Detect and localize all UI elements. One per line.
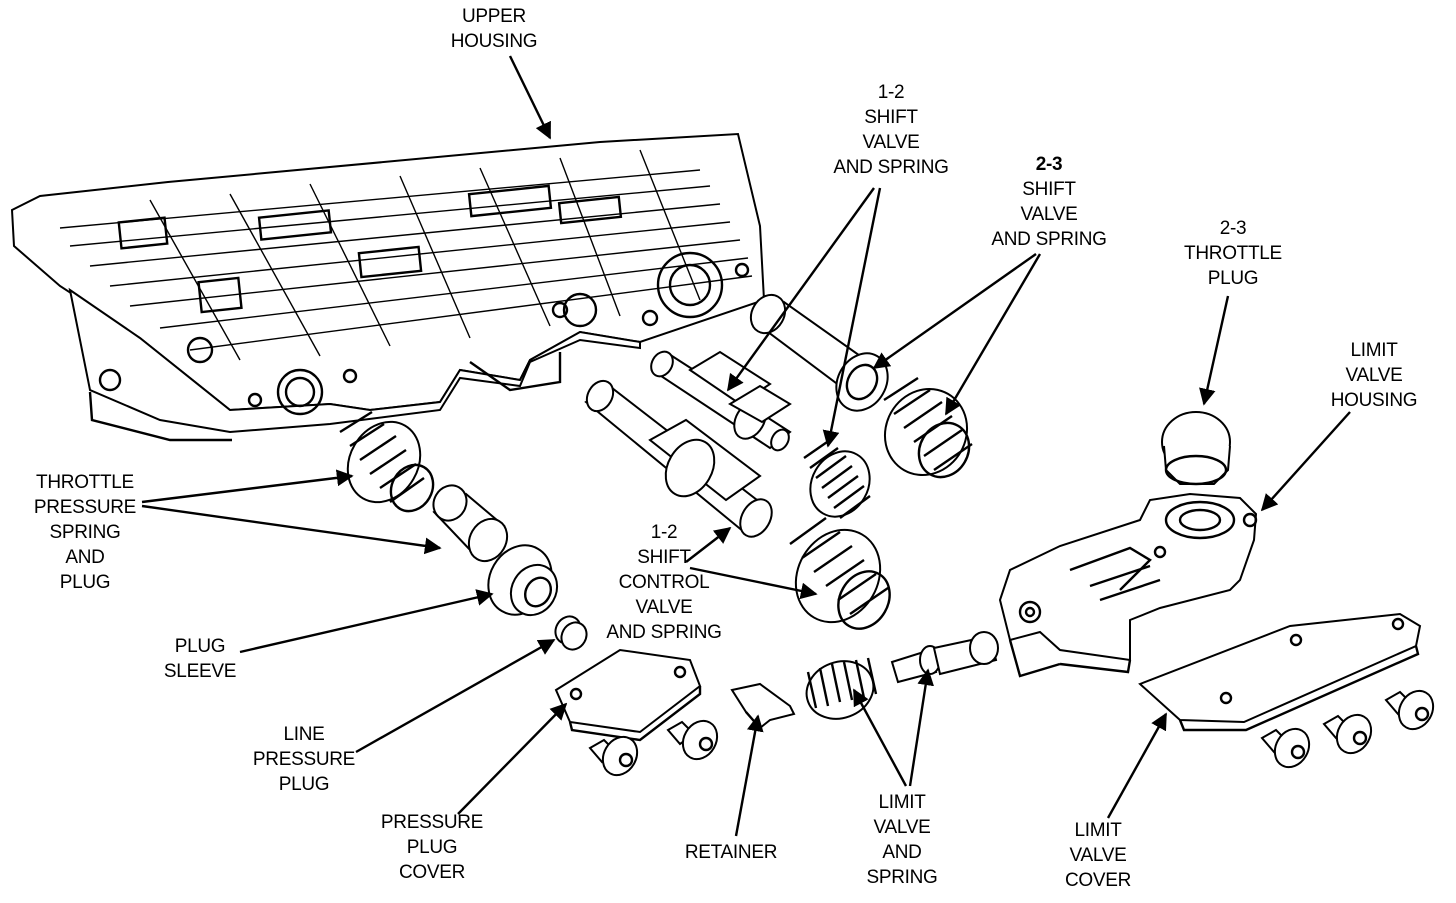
shift-control-valve-1-2-spring bbox=[789, 517, 891, 630]
retainer bbox=[730, 682, 796, 730]
shift-valve-1-2-spring bbox=[803, 439, 871, 519]
line-pressure-plug bbox=[554, 615, 588, 651]
limit-valve bbox=[890, 631, 999, 684]
cover-bolt bbox=[1322, 713, 1373, 755]
leader-lines bbox=[141, 55, 1351, 837]
cover-bolt bbox=[666, 719, 719, 761]
label-limit-valve-cover: LIMIT VALVE COVER bbox=[1064, 820, 1132, 891]
throttle-pressure-spring bbox=[339, 410, 435, 513]
shift-valve-2-3-spring bbox=[883, 376, 973, 479]
throttle-pressure-plug bbox=[432, 484, 509, 563]
plug-sleeve bbox=[487, 544, 559, 617]
label-limit-valve-housing: LIMIT VALVE HOUSING bbox=[1330, 340, 1418, 411]
shift-control-valve-1-2 bbox=[584, 379, 773, 538]
cover-bolt bbox=[588, 735, 639, 777]
cover-bolt bbox=[1384, 689, 1435, 731]
label-shift-control-1-2: 1-2 SHIFT CONTROL VALVE AND SPRING bbox=[606, 522, 722, 643]
limit-valve-spring bbox=[805, 657, 878, 720]
label-throttle-pressure: THROTTLE PRESSURE SPRING AND PLUG bbox=[33, 472, 137, 593]
label-pressure-plug-cover: PRESSURE PLUG COVER bbox=[380, 812, 484, 883]
limit-valve-cover bbox=[1138, 612, 1422, 732]
upper-housing bbox=[10, 132, 766, 442]
label-throttle-plug-2-3: 2-3 THROTTLE PLUG bbox=[1184, 218, 1282, 289]
label-upper-housing: UPPER HOUSING bbox=[450, 6, 538, 52]
label-limit-valve-spring: LIMIT VALVE AND SPRING bbox=[866, 792, 938, 888]
label-shift-valve-2-3: 2-3 SHIFT VALVE AND SPRING bbox=[991, 154, 1107, 250]
label-retainer: RETAINER bbox=[684, 842, 778, 863]
pressure-plug-cover bbox=[554, 648, 702, 742]
cover-bolt bbox=[1260, 727, 1311, 769]
shift-valve-1-2 bbox=[650, 350, 792, 452]
limit-valve-housing bbox=[998, 492, 1258, 678]
label-line-pressure-plug: LINE PRESSURE PLUG bbox=[252, 724, 356, 795]
label-shift-valve-1-2: 1-2 SHIFT VALVE AND SPRING bbox=[833, 82, 949, 178]
throttle-plug-2-3 bbox=[1161, 411, 1231, 486]
label-plug-sleeve: PLUG SLEEVE bbox=[163, 636, 237, 682]
